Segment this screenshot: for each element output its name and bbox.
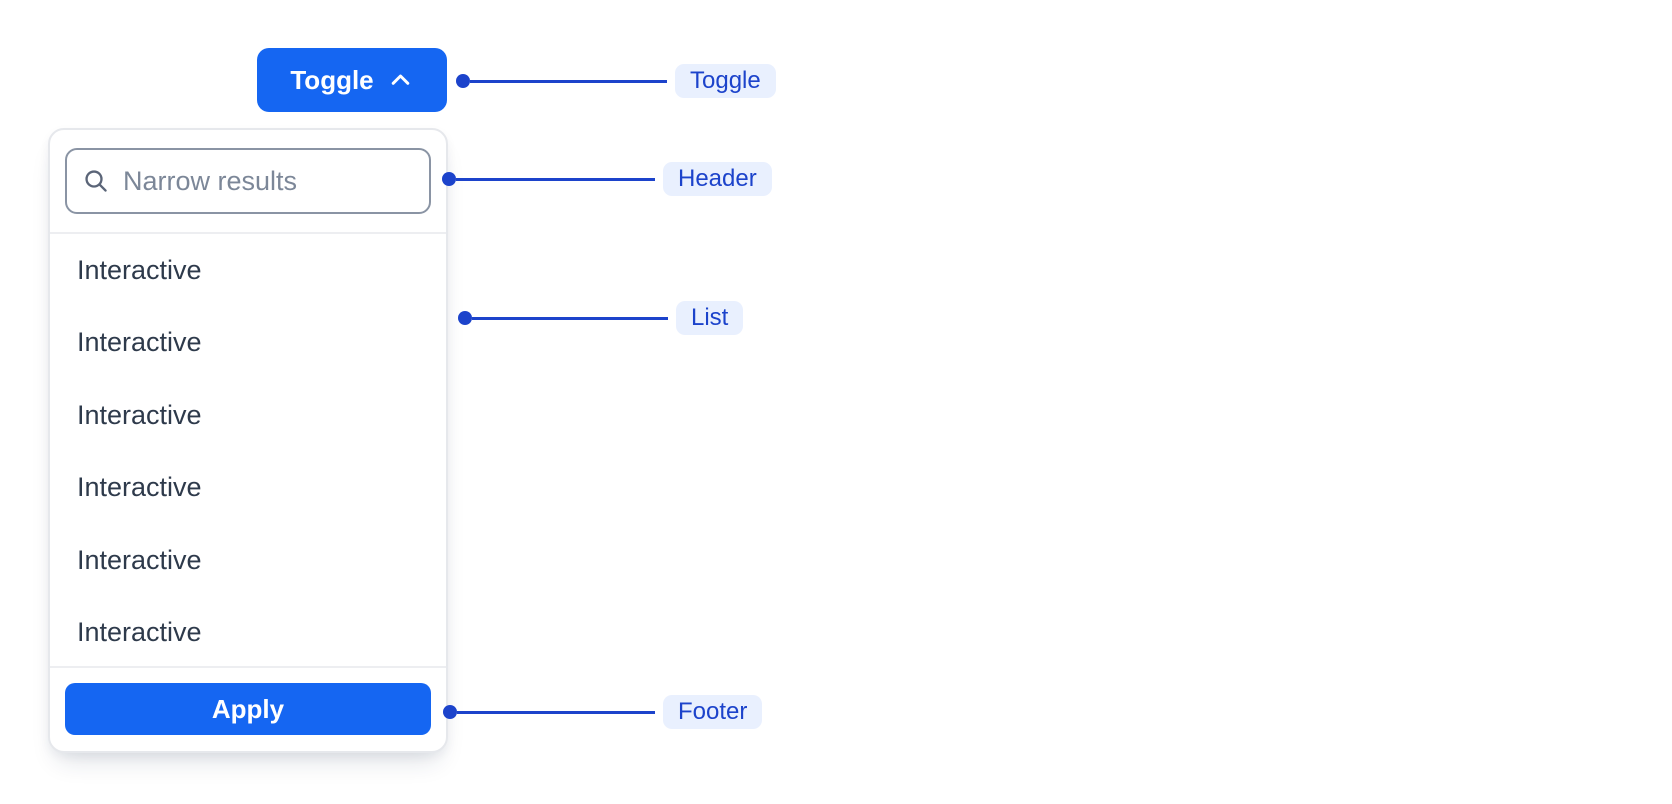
list-item[interactable]: Interactive xyxy=(77,327,202,358)
toggle-button-label: Toggle xyxy=(290,64,374,95)
dropdown-footer: Apply xyxy=(50,666,446,751)
dropdown-panel: Interactive Interactive Interactive Inte… xyxy=(48,128,448,753)
dropdown-list: Interactive Interactive Interactive Inte… xyxy=(50,234,446,666)
annotation-dot xyxy=(443,705,457,719)
list-item[interactable]: Interactive xyxy=(77,254,202,285)
search-input[interactable] xyxy=(123,165,414,197)
list-item[interactable]: Interactive xyxy=(77,617,202,648)
annotation-dot xyxy=(456,74,470,88)
annotation-list: List xyxy=(458,301,744,335)
list-item[interactable]: Interactive xyxy=(77,472,202,503)
annotation-line xyxy=(470,79,667,83)
annotation-label-list: List xyxy=(676,301,744,335)
annotation-label-footer: Footer xyxy=(663,695,763,729)
annotation-label-header: Header xyxy=(663,162,772,196)
annotation-line xyxy=(457,710,655,714)
dropdown-header xyxy=(50,130,446,234)
chevron-up-icon xyxy=(387,67,414,94)
annotation-dot xyxy=(442,172,456,186)
annotation-label-toggle: Toggle xyxy=(675,64,776,98)
search-box[interactable] xyxy=(65,148,431,214)
apply-button[interactable]: Apply xyxy=(65,683,431,735)
list-item[interactable]: Interactive xyxy=(77,544,202,575)
annotation-line xyxy=(472,316,668,320)
search-icon xyxy=(82,167,110,195)
annotation-dot xyxy=(458,311,472,325)
annotation-toggle: Toggle xyxy=(456,64,776,98)
annotation-line xyxy=(456,177,655,181)
list-item[interactable]: Interactive xyxy=(77,399,202,430)
annotation-footer: Footer xyxy=(443,695,763,729)
toggle-button[interactable]: Toggle xyxy=(257,48,447,112)
annotation-header: Header xyxy=(442,162,772,196)
